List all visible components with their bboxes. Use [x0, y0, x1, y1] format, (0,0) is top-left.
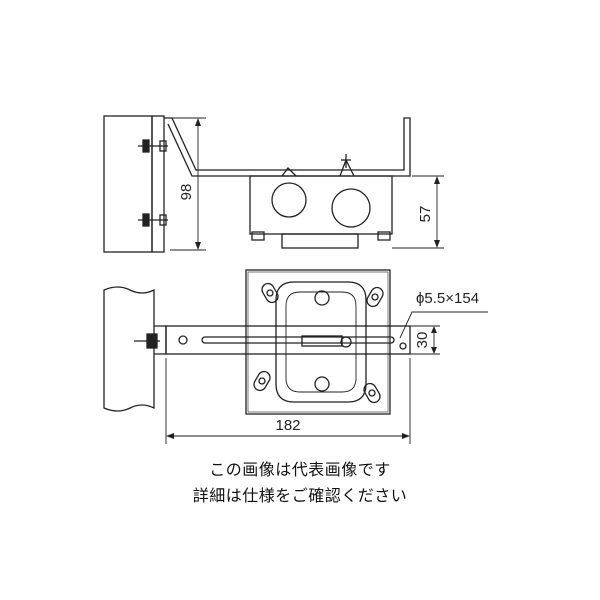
- dimension-30-label: 30: [414, 332, 431, 349]
- hole-spec-label: ϕ5.5×154: [416, 290, 479, 307]
- corner-slot-tl: [261, 282, 279, 304]
- clamp-screw-upper: [138, 139, 168, 153]
- caption-representative-image: この画像は代表画像です: [209, 460, 391, 479]
- plan-view: [103, 269, 411, 415]
- bracket-profile: [164, 117, 411, 177]
- corner-slot-tr: [366, 286, 384, 308]
- dimension-30: [410, 325, 440, 355]
- corner-slot-br: [363, 382, 381, 404]
- clamp-screw-lower: [138, 213, 168, 227]
- stud-block: [103, 115, 153, 253]
- stud-outline: [103, 286, 155, 412]
- dimension-182-label: 182: [275, 417, 300, 434]
- switch-box-side: [249, 175, 393, 235]
- device-opening: [275, 281, 367, 403]
- dimension-57: [392, 175, 444, 249]
- caption-check-specs: 詳細は仕様をご確認ください: [192, 486, 408, 505]
- hole-leader: [399, 311, 488, 339]
- dimension-98: [170, 117, 206, 251]
- dimension-182: [165, 358, 411, 444]
- dimension-57-label: 57: [417, 206, 434, 223]
- corner-slot-bl: [253, 370, 271, 392]
- side-elevation: [103, 115, 411, 253]
- switch-box-plate: [245, 269, 391, 415]
- dimension-98-label: 98: [178, 184, 195, 201]
